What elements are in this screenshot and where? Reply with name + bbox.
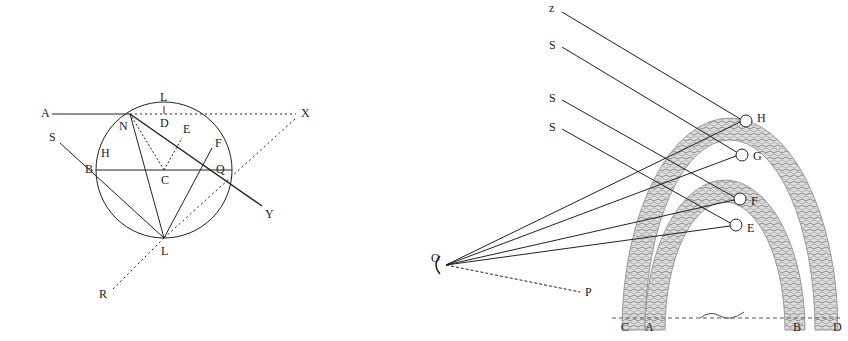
point-letter: H — [100, 147, 111, 159]
point-letter: B — [84, 163, 94, 175]
point-letter: F — [750, 195, 759, 207]
point-letter: P — [584, 286, 593, 298]
point-letter: S — [548, 39, 557, 51]
point-letter: z — [548, 2, 555, 14]
point-letter: C — [620, 321, 630, 333]
point-letter: B — [792, 321, 802, 333]
point-letter: Q — [215, 163, 226, 175]
point-letter: L — [159, 91, 168, 103]
point-letter: L — [160, 245, 169, 257]
point-letter: Y — [264, 208, 275, 220]
point-letter: D — [832, 321, 843, 333]
point-letter: O — [430, 252, 441, 264]
point-letter: E — [182, 123, 191, 135]
point-letter: D — [159, 117, 170, 129]
point-letter: A — [40, 107, 51, 119]
point-letter: A — [644, 321, 655, 333]
point-letter: S — [548, 121, 557, 133]
point-letter: E — [746, 222, 755, 234]
point-letter: R — [98, 288, 108, 300]
point-letter: X — [300, 107, 311, 119]
point-letter: G — [752, 150, 763, 162]
point-letter: H — [756, 112, 767, 124]
point-letter: C — [160, 174, 170, 186]
point-letter: N — [118, 120, 129, 132]
point-letter: S — [48, 131, 57, 143]
point-letter: F — [214, 137, 223, 149]
point-letter: S — [548, 92, 557, 104]
